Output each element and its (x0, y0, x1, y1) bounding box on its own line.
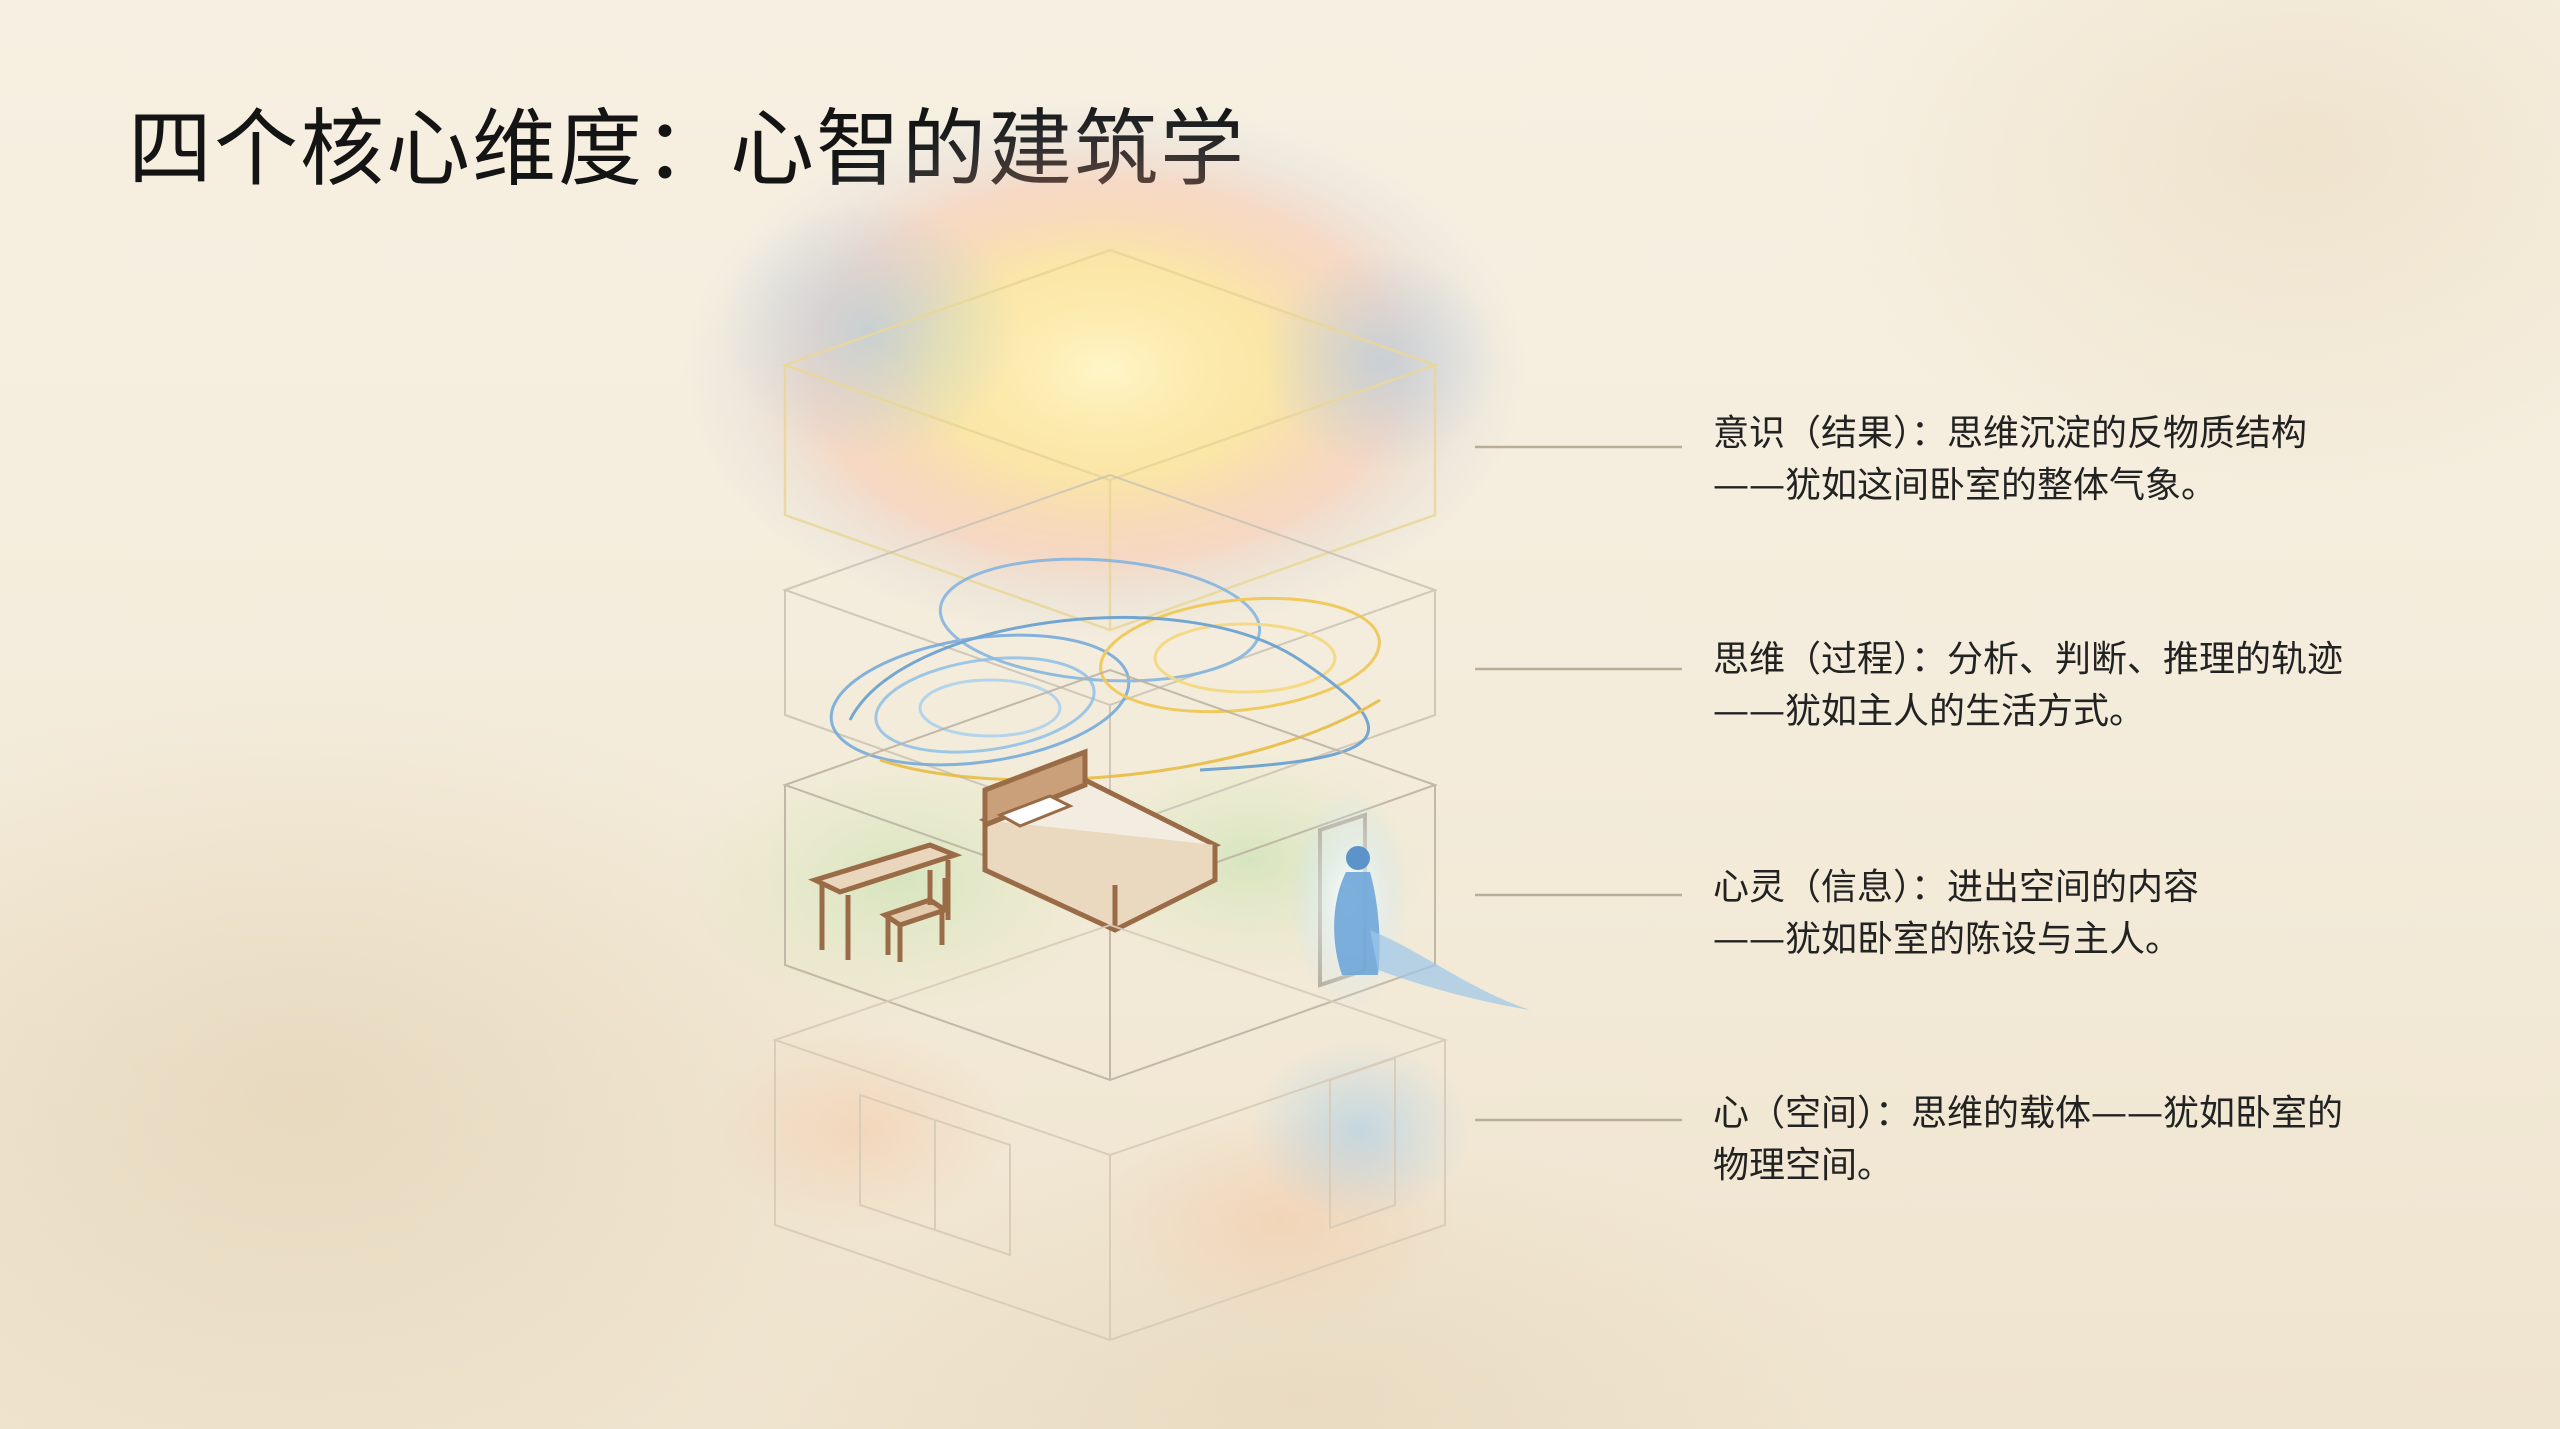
connector-lines (1475, 445, 1682, 1122)
person-figure-icon (1334, 846, 1530, 1010)
label-line: 心（空间）：思维的载体——犹如卧室的 (1713, 1093, 2344, 1134)
label-line: ——犹如卧室的陈设与主人。 (1713, 919, 2182, 960)
chair-icon (879, 870, 951, 962)
label-line: 物理空间。 (1713, 1145, 1894, 1186)
thinking-swirls (829, 557, 1381, 782)
consciousness-layer (781, 248, 1439, 632)
label-line: 思维（过程）：分析、判断、推理的轨迹 (1713, 639, 2344, 680)
desk-icon (808, 842, 963, 960)
layer-label-heart: 心（空间）：思维的载体——犹如卧室的 物理空间。 (1713, 1088, 2413, 1192)
layer-label-thinking: 思维（过程）：分析、判断、推理的轨迹 ——犹如主人的生活方式。 (1713, 634, 2413, 738)
blue-glow (720, 200, 1020, 460)
layer-label-consciousness: 意识（结果）：思维沉淀的反物质结构 ——犹如这间卧室的整体气象。 (1713, 408, 2413, 512)
bed-icon (978, 748, 1222, 933)
label-line: 意识（结果）：思维沉淀的反物质结构 (1713, 413, 2308, 454)
label-line: ——犹如主人的生活方式。 (1713, 691, 2146, 732)
label-line: 心灵（信息）：进出空间的内容 (1713, 867, 2200, 908)
heart-layer (771, 923, 1449, 1342)
blue-glow (1250, 1040, 1470, 1220)
label-line: ——犹如这间卧室的整体气象。 (1713, 465, 2218, 506)
layer-label-mind: 心灵（信息）：进出空间的内容 ——犹如卧室的陈设与主人。 (1713, 862, 2413, 966)
blue-glow (1260, 250, 1500, 470)
